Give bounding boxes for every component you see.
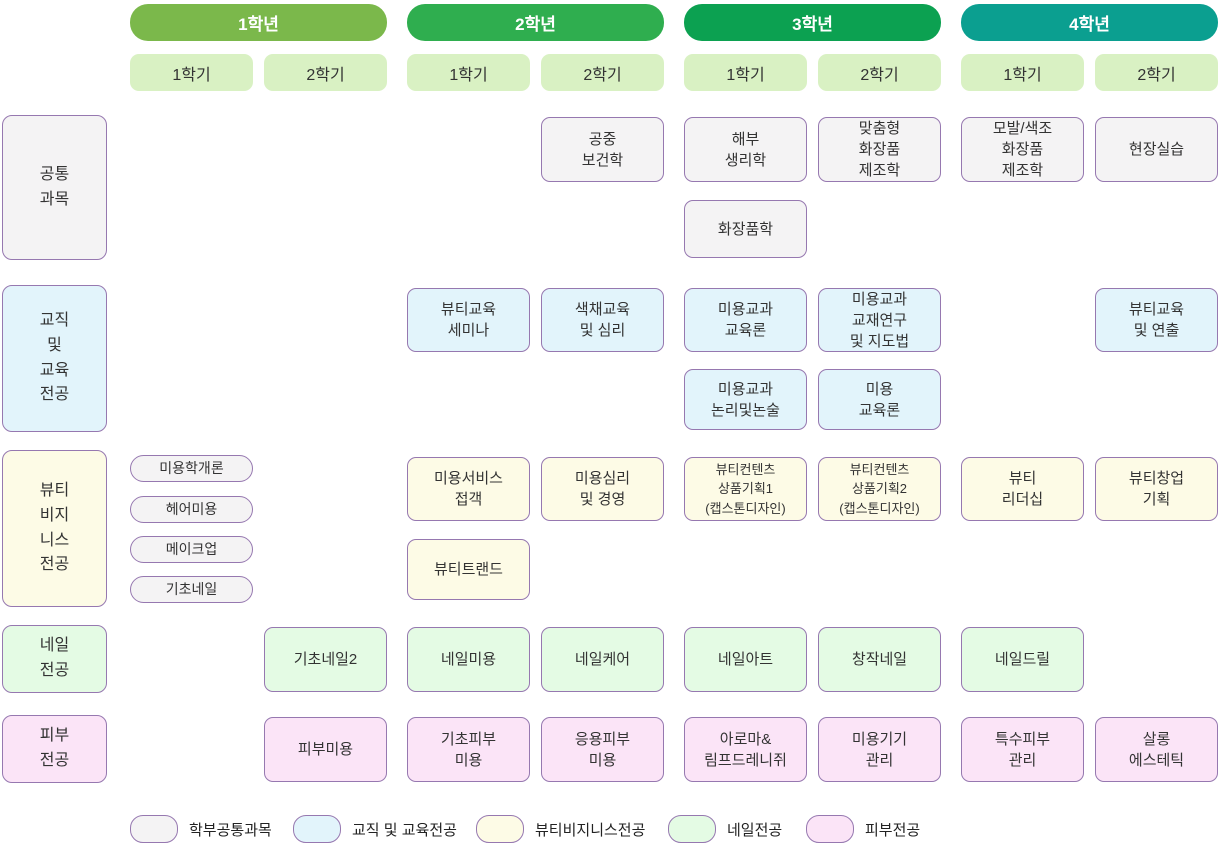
semester-header: 1학기 [684, 54, 807, 91]
course-card: 피부미용 [264, 717, 387, 782]
course-card: 네일케어 [541, 627, 664, 692]
course-card: 헤어미용 [130, 496, 253, 523]
course-card: 뷰티트랜드 [407, 539, 530, 600]
course-card: 색채교육 및 심리 [541, 288, 664, 352]
semester-header: 1학기 [407, 54, 530, 91]
category-label: 공통 과목 [2, 115, 107, 260]
course-card: 뷰티창업 기획 [1095, 457, 1218, 521]
semester-header: 2학기 [818, 54, 941, 91]
legend-swatch [806, 815, 854, 843]
course-card: 뷰티교육 및 연출 [1095, 288, 1218, 352]
legend-label: 네일전공 [727, 821, 783, 839]
course-card: 창작네일 [818, 627, 941, 692]
course-card: 해부 생리학 [684, 117, 807, 182]
year-header: 2학년 [407, 4, 664, 41]
course-card: 뷰티컨텐츠 상품기획1 (캡스톤디자인) [684, 457, 807, 521]
course-card: 화장품학 [684, 200, 807, 258]
legend-item: 뷰티비지니스전공 [476, 815, 645, 843]
course-card: 맞춤형 화장품 제조학 [818, 117, 941, 182]
course-card: 미용심리 및 경영 [541, 457, 664, 521]
legend-label: 뷰티비지니스전공 [535, 821, 646, 839]
course-card: 현장실습 [1095, 117, 1218, 182]
course-card: 응용피부 미용 [541, 717, 664, 782]
course-card: 공중 보건학 [541, 117, 664, 182]
course-card: 네일미용 [407, 627, 530, 692]
course-card: 뷰티컨텐츠 상품기획2 (캡스톤디자인) [818, 457, 941, 521]
course-card: 미용 교육론 [818, 369, 941, 430]
semester-header: 2학기 [541, 54, 664, 91]
course-card: 아로마& 림프드레니쥐 [684, 717, 807, 782]
semester-header: 2학기 [1095, 54, 1218, 91]
course-card: 기초네일 [130, 576, 253, 603]
year-header: 1학년 [130, 4, 387, 41]
course-card: 미용학개론 [130, 455, 253, 482]
semester-header: 2학기 [264, 54, 387, 91]
legend-label: 피부전공 [865, 821, 921, 839]
semester-header: 1학기 [961, 54, 1084, 91]
course-card: 메이크업 [130, 536, 253, 563]
legend-label: 교직 및 교육전공 [352, 821, 457, 839]
category-label: 뷰티 비지 니스 전공 [2, 450, 107, 607]
course-card: 특수피부 관리 [961, 717, 1084, 782]
year-header: 4학년 [961, 4, 1218, 41]
semester-header: 1학기 [130, 54, 253, 91]
course-card: 네일아트 [684, 627, 807, 692]
legend-item: 피부전공 [806, 815, 920, 843]
legend-swatch [293, 815, 341, 843]
legend-item: 학부공통과목 [130, 815, 272, 843]
course-card: 미용교과 교육론 [684, 288, 807, 352]
category-label: 네일 전공 [2, 625, 107, 693]
course-card: 미용교과 논리및논술 [684, 369, 807, 430]
course-card: 미용기기 관리 [818, 717, 941, 782]
legend-swatch [476, 815, 524, 843]
course-card: 살롱 에스테틱 [1095, 717, 1218, 782]
course-card: 뷰티교육 세미나 [407, 288, 530, 352]
category-label: 피부 전공 [2, 715, 107, 783]
legend-item: 교직 및 교육전공 [293, 815, 457, 843]
course-card: 기초네일2 [264, 627, 387, 692]
legend-item: 네일전공 [668, 815, 782, 843]
legend-label: 학부공통과목 [189, 821, 272, 839]
course-card: 네일드릴 [961, 627, 1084, 692]
course-card: 뷰티 리더십 [961, 457, 1084, 521]
course-card: 기초피부 미용 [407, 717, 530, 782]
course-card: 모발/색조 화장품 제조학 [961, 117, 1084, 182]
legend-swatch [130, 815, 178, 843]
year-header: 3학년 [684, 4, 941, 41]
course-card: 미용서비스 접객 [407, 457, 530, 521]
course-card: 미용교과 교재연구 및 지도법 [818, 288, 941, 352]
legend-swatch [668, 815, 716, 843]
category-label: 교직 및 교육 전공 [2, 285, 107, 432]
